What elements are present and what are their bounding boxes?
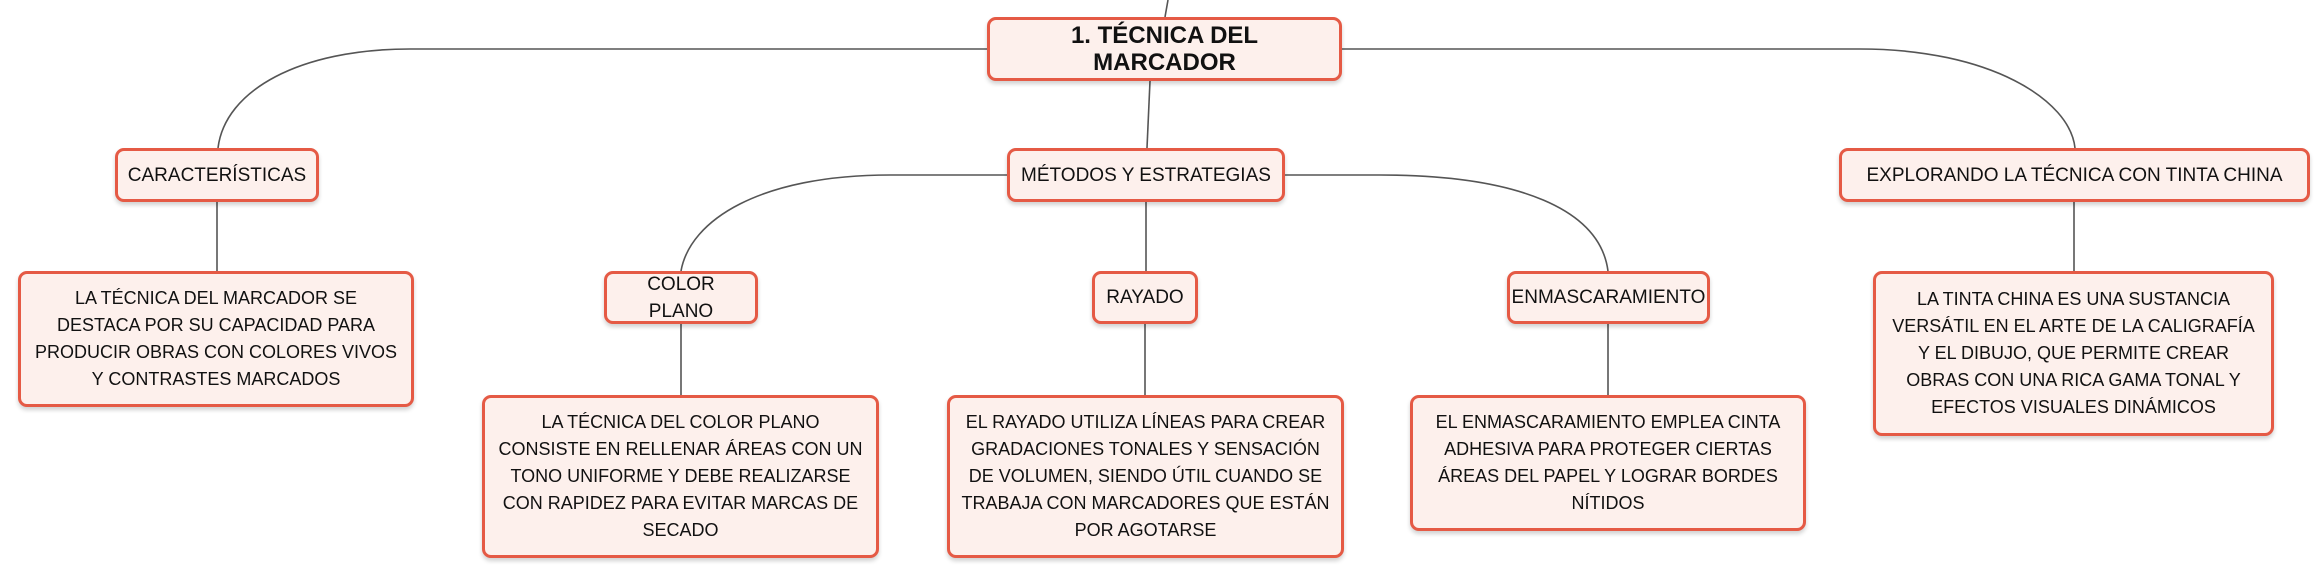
node-enmascaramiento-label: ENMASCARAMIENTO: [1511, 287, 1706, 308]
desc-enmascaramiento-text: EL ENMASCARAMIENTO EMPLEA CINTA ADHESIVA…: [1435, 412, 1781, 513]
node-color-plano-label: COLOR PLANO: [647, 273, 715, 322]
node-caracteristicas[interactable]: CARACTERÍSTICAS: [115, 148, 319, 202]
node-rayado-label: RAYADO: [1106, 287, 1184, 308]
node-metodos-label: MÉTODOS Y ESTRATEGIAS: [1021, 164, 1271, 186]
node-metodos[interactable]: MÉTODOS Y ESTRATEGIAS: [1007, 148, 1285, 202]
node-rayado[interactable]: RAYADO: [1092, 271, 1198, 324]
node-tinta-china-label: EXPLORANDO LA TÉCNICA CON TINTA CHINA: [1866, 164, 2283, 186]
desc-tinta-china[interactable]: LA TINTA CHINA ES UNA SUSTANCIA VERSÁTIL…: [1873, 271, 2274, 436]
desc-caracteristicas[interactable]: LA TÉCNICA DEL MARCADOR SE DESTACA POR S…: [18, 271, 414, 407]
desc-caracteristicas-text: LA TÉCNICA DEL MARCADOR SE DESTACA POR S…: [34, 288, 398, 389]
connector-root-tinta-china: [1342, 48, 2076, 149]
root-label: 1. TÉCNICA DEL MARCADOR: [1070, 22, 1259, 76]
desc-rayado-text: EL RAYADO UTILIZA LÍNEAS PARA CREAR GRAD…: [961, 412, 1330, 540]
connector-root-metodos: [1146, 80, 1151, 149]
desc-color-plano-text: LA TÉCNICA DEL COLOR PLANO CONSISTE EN R…: [498, 412, 863, 540]
desc-tinta-china-text: LA TINTA CHINA ES UNA SUSTANCIA VERSÁTIL…: [1892, 289, 2255, 417]
root-node[interactable]: 1. TÉCNICA DEL MARCADOR: [987, 17, 1342, 81]
connector-root-caracteristicas: [217, 48, 987, 149]
desc-rayado[interactable]: EL RAYADO UTILIZA LÍNEAS PARA CREAR GRAD…: [947, 395, 1344, 558]
node-enmascaramiento[interactable]: ENMASCARAMIENTO: [1507, 271, 1710, 324]
connector-metodos-enmascaramiento: [1285, 174, 1609, 272]
connector-root-incoming: [1164, 0, 1169, 18]
node-tinta-china[interactable]: EXPLORANDO LA TÉCNICA CON TINTA CHINA: [1839, 148, 2310, 202]
node-caracteristicas-label: CARACTERÍSTICAS: [127, 164, 307, 186]
node-color-plano[interactable]: COLOR PLANO: [604, 271, 758, 324]
desc-color-plano[interactable]: LA TÉCNICA DEL COLOR PLANO CONSISTE EN R…: [482, 395, 879, 558]
connector-metodos-color-plano: [680, 174, 1007, 272]
desc-enmascaramiento[interactable]: EL ENMASCARAMIENTO EMPLEA CINTA ADHESIVA…: [1410, 395, 1806, 531]
